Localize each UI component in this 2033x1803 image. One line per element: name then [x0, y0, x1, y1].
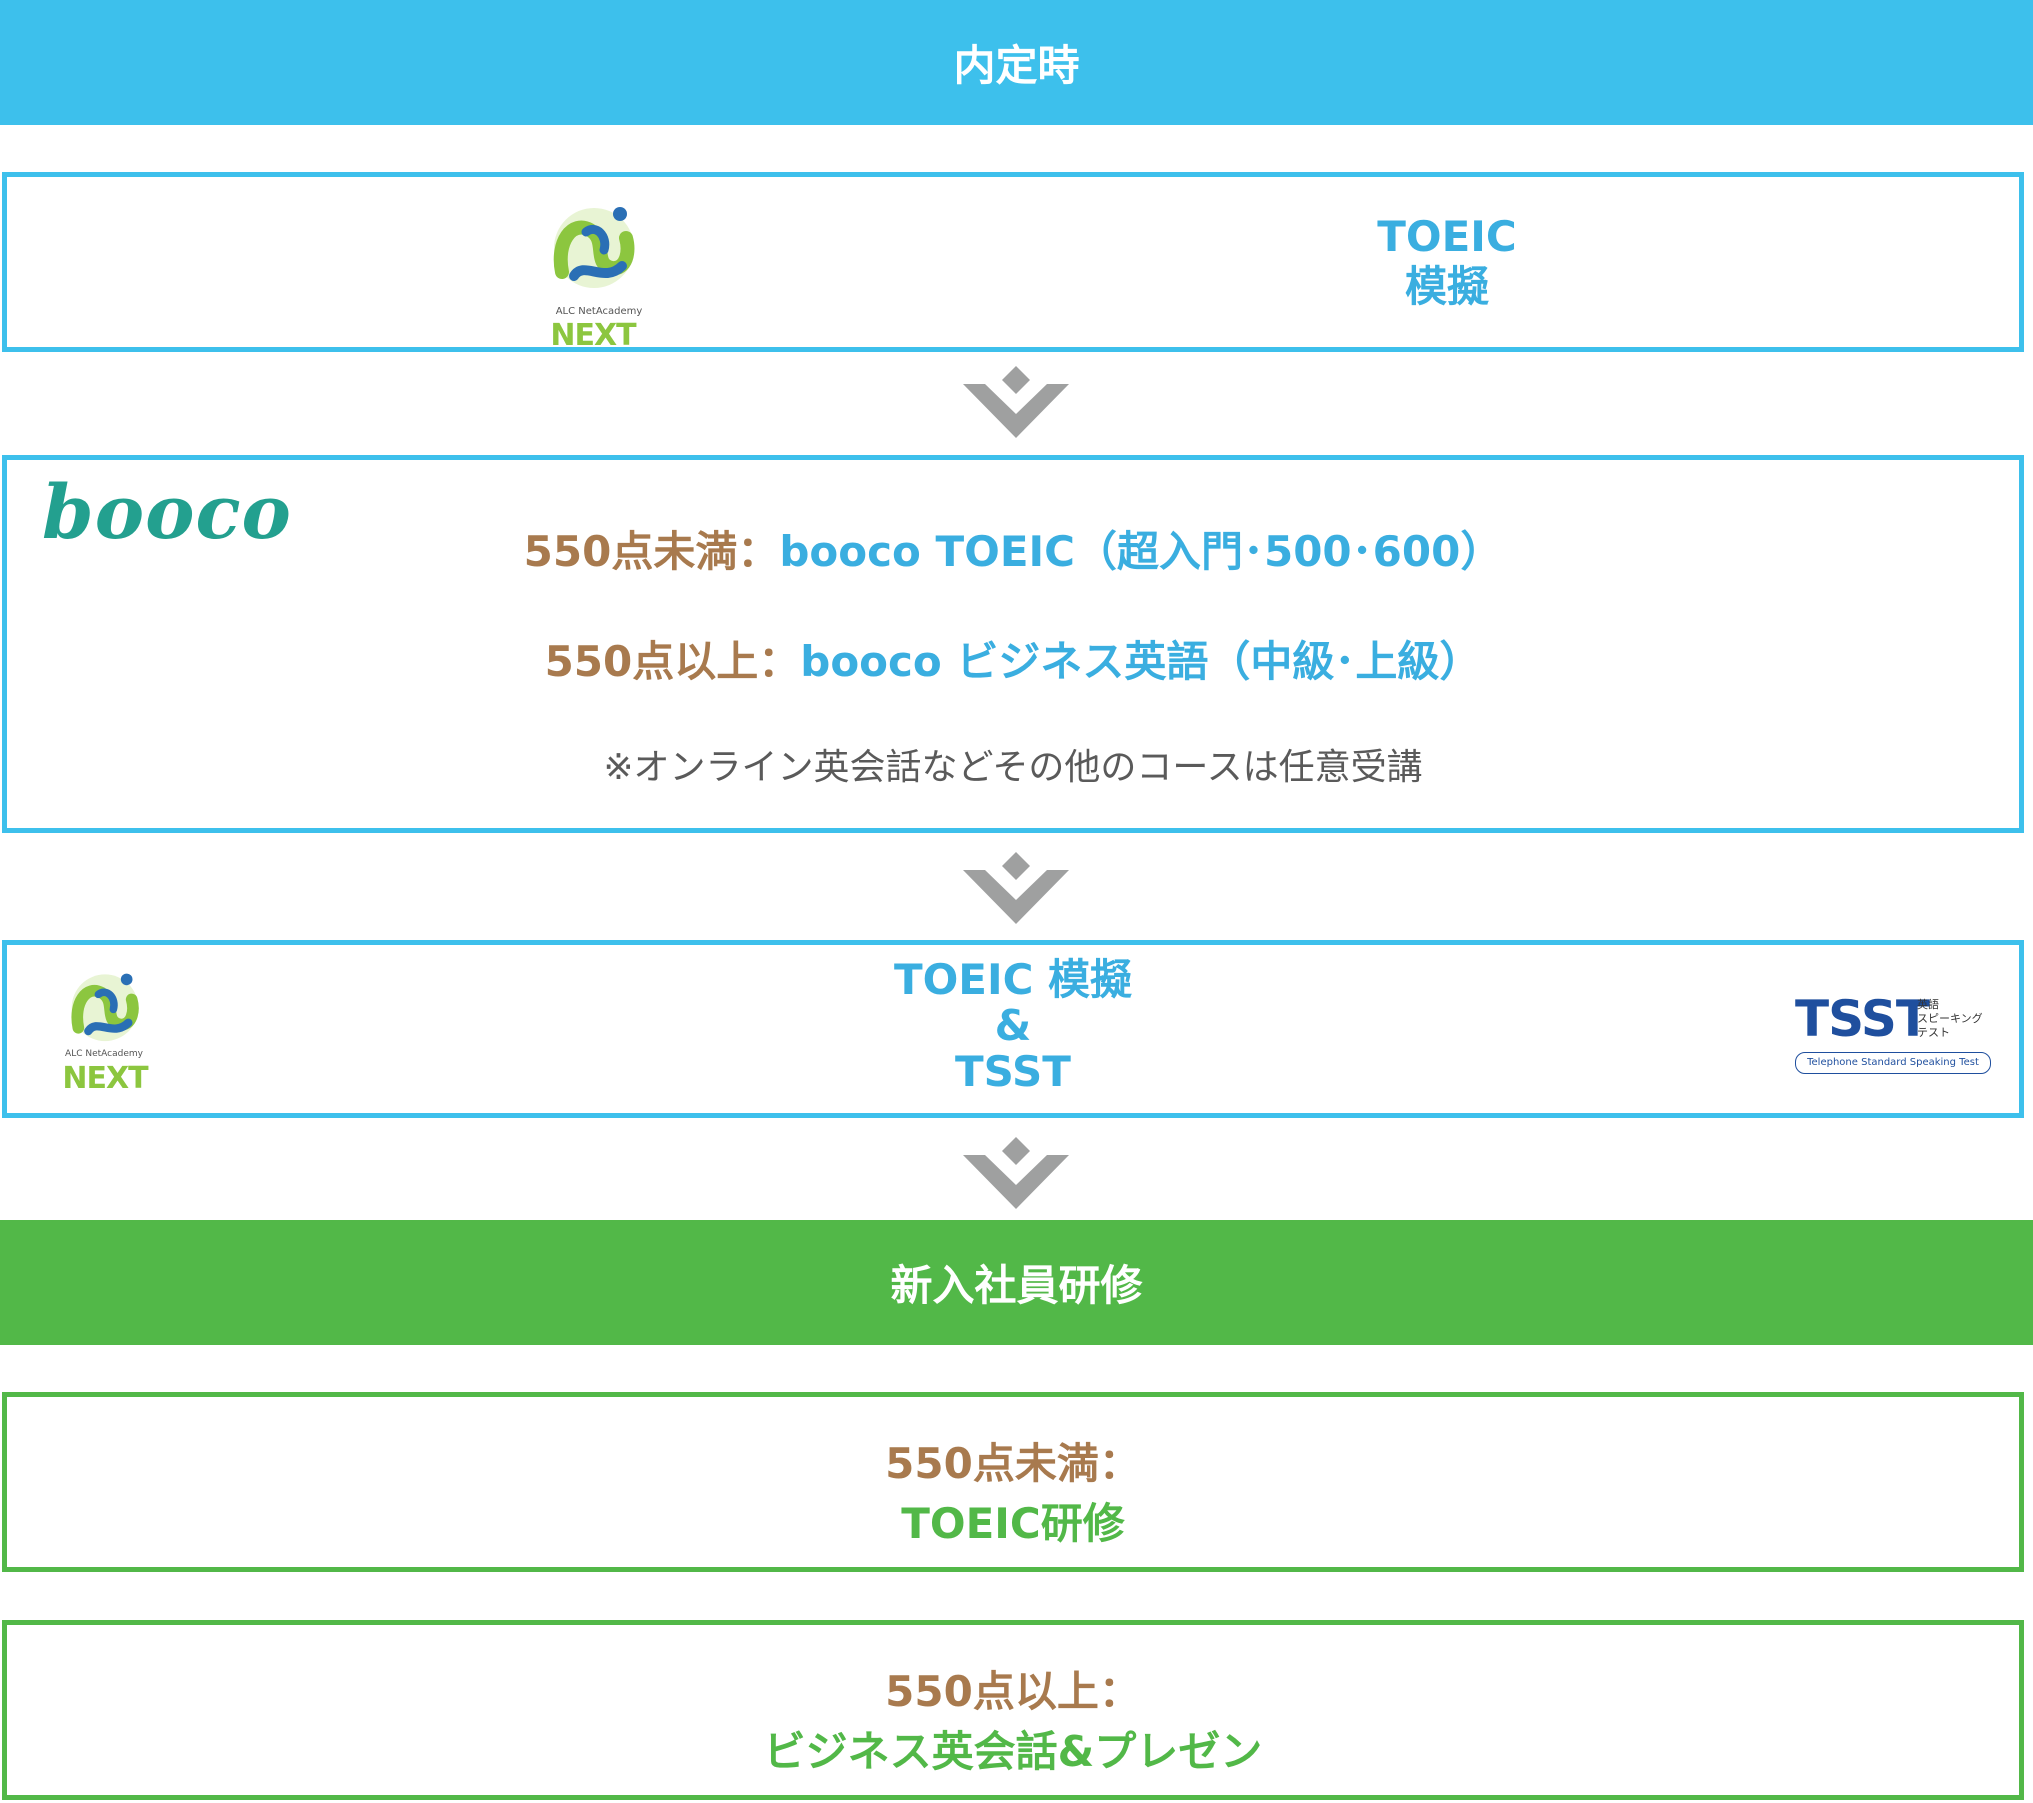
alc-netacademy-logo-icon: [553, 207, 635, 288]
training1-condition: 550点未満：: [885, 1439, 1141, 1488]
step1-title: TOEIC 模擬: [1307, 212, 1587, 312]
step1-title-line1: TOEIC: [1377, 212, 1517, 261]
training2-box: 550点以上： ビジネス英会話&プレゼン: [2, 1620, 2024, 1800]
step1-title-line2: 模擬: [1404, 262, 1489, 311]
step2-row2-condition: 550点以上：: [544, 637, 801, 686]
tsst-logo-small1: 英語: [1917, 998, 1939, 1011]
step2-row2-course: booco ビジネス英語（中級･上級）: [800, 637, 1482, 686]
training1-course: TOEIC研修: [901, 1499, 1125, 1548]
step2-note: ※オンライン英会話などその他のコースは任意受講: [603, 747, 1423, 788]
alc-netacademy-logo: ALC NetAcademy NEXT: [55, 969, 155, 1096]
header-naitei-label: 内定時: [953, 41, 1080, 90]
step2-row1-course: booco TOEIC（超入門･500･600）: [779, 527, 1503, 576]
step3-line2: &: [994, 1001, 1032, 1050]
tsst-logo: TSST 英語 スピーキング テスト Telephone Standard Sp…: [1787, 990, 1997, 1080]
down-arrow-icon: [963, 366, 1069, 438]
booco-logo: booco: [42, 470, 292, 556]
training2-condition: 550点以上：: [885, 1667, 1141, 1716]
step3-title: TOEIC 模擬 & TSST: [7, 957, 2019, 1095]
step2-row1: 550点未満：booco TOEIC（超入門･500･600）: [7, 518, 2019, 579]
alc-logo-small-text: ALC NetAcademy: [555, 306, 643, 317]
step1-box: ALC NetAcademy NEXT TOEIC 模擬: [2, 172, 2024, 353]
tsst-logo-small: 英語 スピーキング テスト: [1917, 998, 1983, 1040]
training1-box: 550点未満： TOEIC研修: [2, 1392, 2024, 1572]
alc-netacademy-logo-icon: [71, 973, 139, 1042]
header-training-label: 新入社員研修: [890, 1261, 1143, 1310]
step2-row2: 550点以上：booco ビジネス英語（中級･上級）: [7, 628, 2019, 689]
alc-logo-next-text: NEXT: [550, 318, 636, 353]
tsst-logo-small3: テスト: [1917, 1026, 1950, 1039]
step2-row1-condition: 550点未満：: [523, 527, 780, 576]
step3-line3: TSST: [955, 1047, 1071, 1096]
header-naitei: 内定時: [0, 0, 2033, 125]
alc-logo-small-text: ALC NetAcademy: [65, 1049, 143, 1059]
tsst-logo-caption: Telephone Standard Speaking Test: [1795, 1052, 1991, 1074]
header-training: 新入社員研修: [0, 1220, 2033, 1345]
tsst-logo-small2: スピーキング: [1917, 1012, 1983, 1025]
step2-box: 550点未満：booco TOEIC（超入門･500･600） 550点以上：b…: [2, 455, 2024, 833]
alc-netacademy-logo: ALC NetAcademy NEXT: [534, 202, 654, 353]
down-arrow-icon: [963, 1137, 1069, 1209]
tsst-logo-big: TSST: [1795, 990, 1930, 1048]
down-arrow-icon: [963, 852, 1069, 924]
step3-line1: TOEIC 模擬: [893, 955, 1133, 1004]
step3-box: ALC NetAcademy NEXT TOEIC 模擬 & TSST TSST…: [2, 940, 2024, 1118]
training2-course: ビジネス英会話&プレゼン: [763, 1727, 1263, 1776]
alc-logo-next-text: NEXT: [62, 1061, 148, 1096]
